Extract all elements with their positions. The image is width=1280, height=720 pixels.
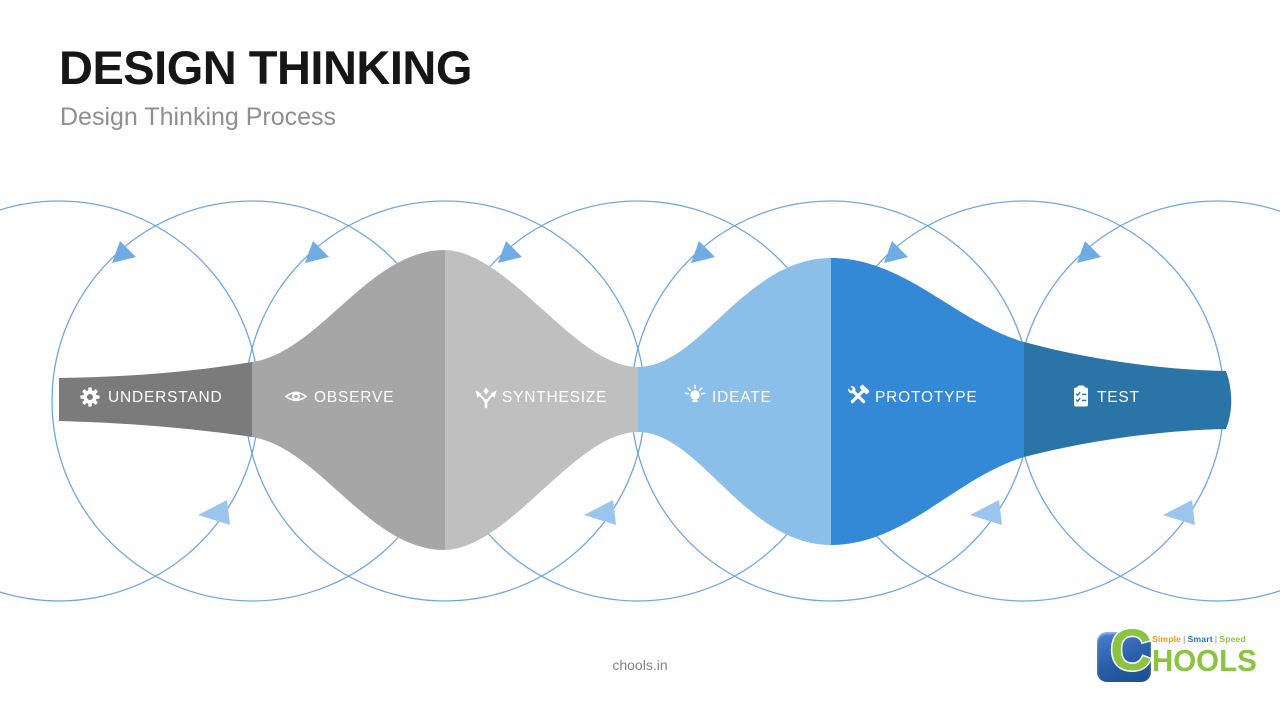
clipboard-check-icon [1074, 385, 1088, 407]
stage-label-test: TEST [1097, 389, 1140, 406]
arrowhead-icon [691, 241, 715, 263]
hammer-wrench-icon [847, 384, 870, 404]
logo-word-text: HOOLS [1152, 643, 1257, 678]
arrowhead-icon [970, 500, 1002, 525]
tagline-speed: Speed [1219, 634, 1246, 644]
tagline-separator: | [1214, 634, 1218, 644]
logo-letter: C [1110, 618, 1152, 683]
stage-label-understand: UNDERSTAND [108, 389, 223, 406]
chools-logo: C C Simple|Smart|Speed HOOLS [1097, 620, 1257, 687]
tagline-smart: Smart [1187, 634, 1213, 644]
branch-arrows-icon [475, 387, 497, 409]
arrowhead-icon [884, 241, 908, 263]
loop-arrowheads-top [112, 241, 1101, 263]
arrowhead-icon [584, 500, 616, 525]
stage-label-ideate: IDEATE [712, 389, 772, 406]
eye-icon [284, 391, 308, 402]
ribbon [59, 250, 1232, 550]
arrowhead-icon [498, 241, 522, 263]
gear-icon [80, 387, 100, 407]
arrowhead-icon [1077, 241, 1101, 263]
arrowhead-icon [198, 500, 230, 525]
stage-label-synthesize: SYNTHESIZE [502, 389, 607, 406]
tagline-simple: Simple [1152, 634, 1182, 644]
lightbulb-icon [684, 384, 706, 403]
stage-label-prototype: PROTOTYPE [875, 389, 978, 406]
logo-letter-outline: C [1109, 618, 1154, 683]
stage-label-observe: OBSERVE [314, 389, 394, 406]
logo-badge [1097, 632, 1151, 682]
header: DESIGN THINKING Design Thinking Process [59, 44, 472, 130]
arrowhead-icon [112, 241, 136, 263]
logo-tagline: Simple|Smart|Speed [1152, 634, 1262, 644]
loop-arrowheads-bottom [198, 500, 1195, 525]
arrowhead-icon [305, 241, 329, 263]
page-title: DESIGN THINKING [59, 41, 472, 94]
arrowhead-icon [1163, 500, 1195, 525]
page-subtitle: Design Thinking Process [60, 103, 337, 131]
tagline-separator: | [1183, 634, 1186, 644]
footer-site-text: chools.in [612, 657, 668, 673]
logo-wordmark: Simple|Smart|Speed HOOLS [1152, 634, 1262, 676]
